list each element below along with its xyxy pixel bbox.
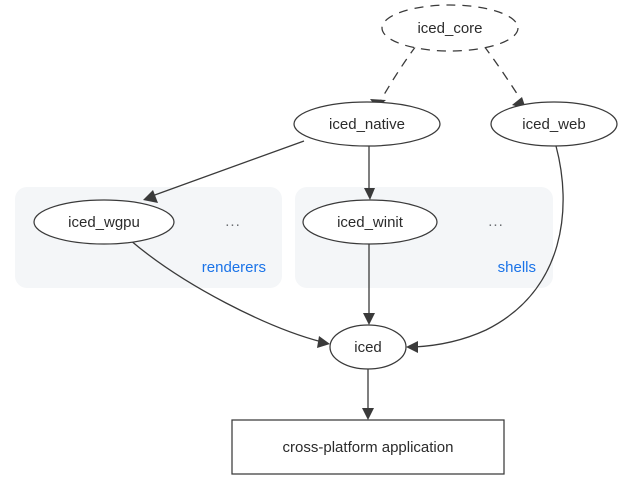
edge-line (151, 140, 305, 197)
node-iced-wgpu[interactable]: iced_wgpu (33, 199, 175, 245)
node-shape[interactable] (293, 101, 441, 147)
group-shells-label: shells (498, 259, 536, 276)
edge-line (413, 145, 564, 348)
node-iced[interactable]: iced (329, 324, 407, 370)
node-iced-core[interactable]: iced_core (381, 4, 519, 52)
edge-core-to-web (483, 45, 526, 109)
node-label: iced_wgpu (68, 214, 140, 231)
node-cross-platform-application[interactable]: cross-platform application (231, 419, 505, 475)
node-label: iced_native (329, 116, 405, 133)
edge-line (380, 45, 417, 101)
edge-winit-to-iced (363, 244, 375, 325)
edge-web-to-iced (406, 145, 564, 353)
node-iced-native[interactable]: iced_native (293, 101, 441, 147)
edge-native-to-wgpu (143, 140, 305, 203)
node-label: iced_web (522, 116, 585, 133)
edge-iced-to-application (362, 369, 374, 420)
node-label: cross-platform application (283, 439, 454, 456)
node-shape[interactable] (231, 419, 505, 475)
edge-line (483, 45, 522, 101)
edge-wgpu-to-iced (129, 239, 330, 348)
node-shape[interactable] (329, 324, 407, 370)
arrow-head-icon (363, 313, 375, 325)
group-shells-ellipsis: ... (488, 213, 504, 230)
group-renderers-ellipsis: ... (225, 213, 241, 230)
arrow-head-icon (362, 408, 374, 420)
node-shape[interactable] (490, 101, 618, 147)
edge-native-to-winit (364, 146, 375, 200)
node-label: iced (354, 339, 382, 356)
edge-line (129, 239, 323, 343)
arrow-head-icon (143, 190, 158, 203)
node-iced-winit[interactable]: iced_winit (302, 199, 438, 245)
group-renderers-label: renderers (202, 259, 266, 276)
arrow-head-icon (317, 336, 330, 348)
edge-core-to-native (370, 45, 417, 108)
node-label: iced_winit (337, 214, 404, 231)
node-shape[interactable] (381, 4, 519, 52)
node-iced-web[interactable]: iced_web (490, 101, 618, 147)
node-shape[interactable] (33, 199, 175, 245)
arrow-head-icon (406, 341, 418, 353)
node-shape[interactable] (302, 199, 438, 245)
nodes: iced_core iced_native iced_web iced_wgpu… (33, 4, 618, 475)
node-label: iced_core (417, 20, 482, 37)
arrow-head-icon (364, 188, 375, 200)
